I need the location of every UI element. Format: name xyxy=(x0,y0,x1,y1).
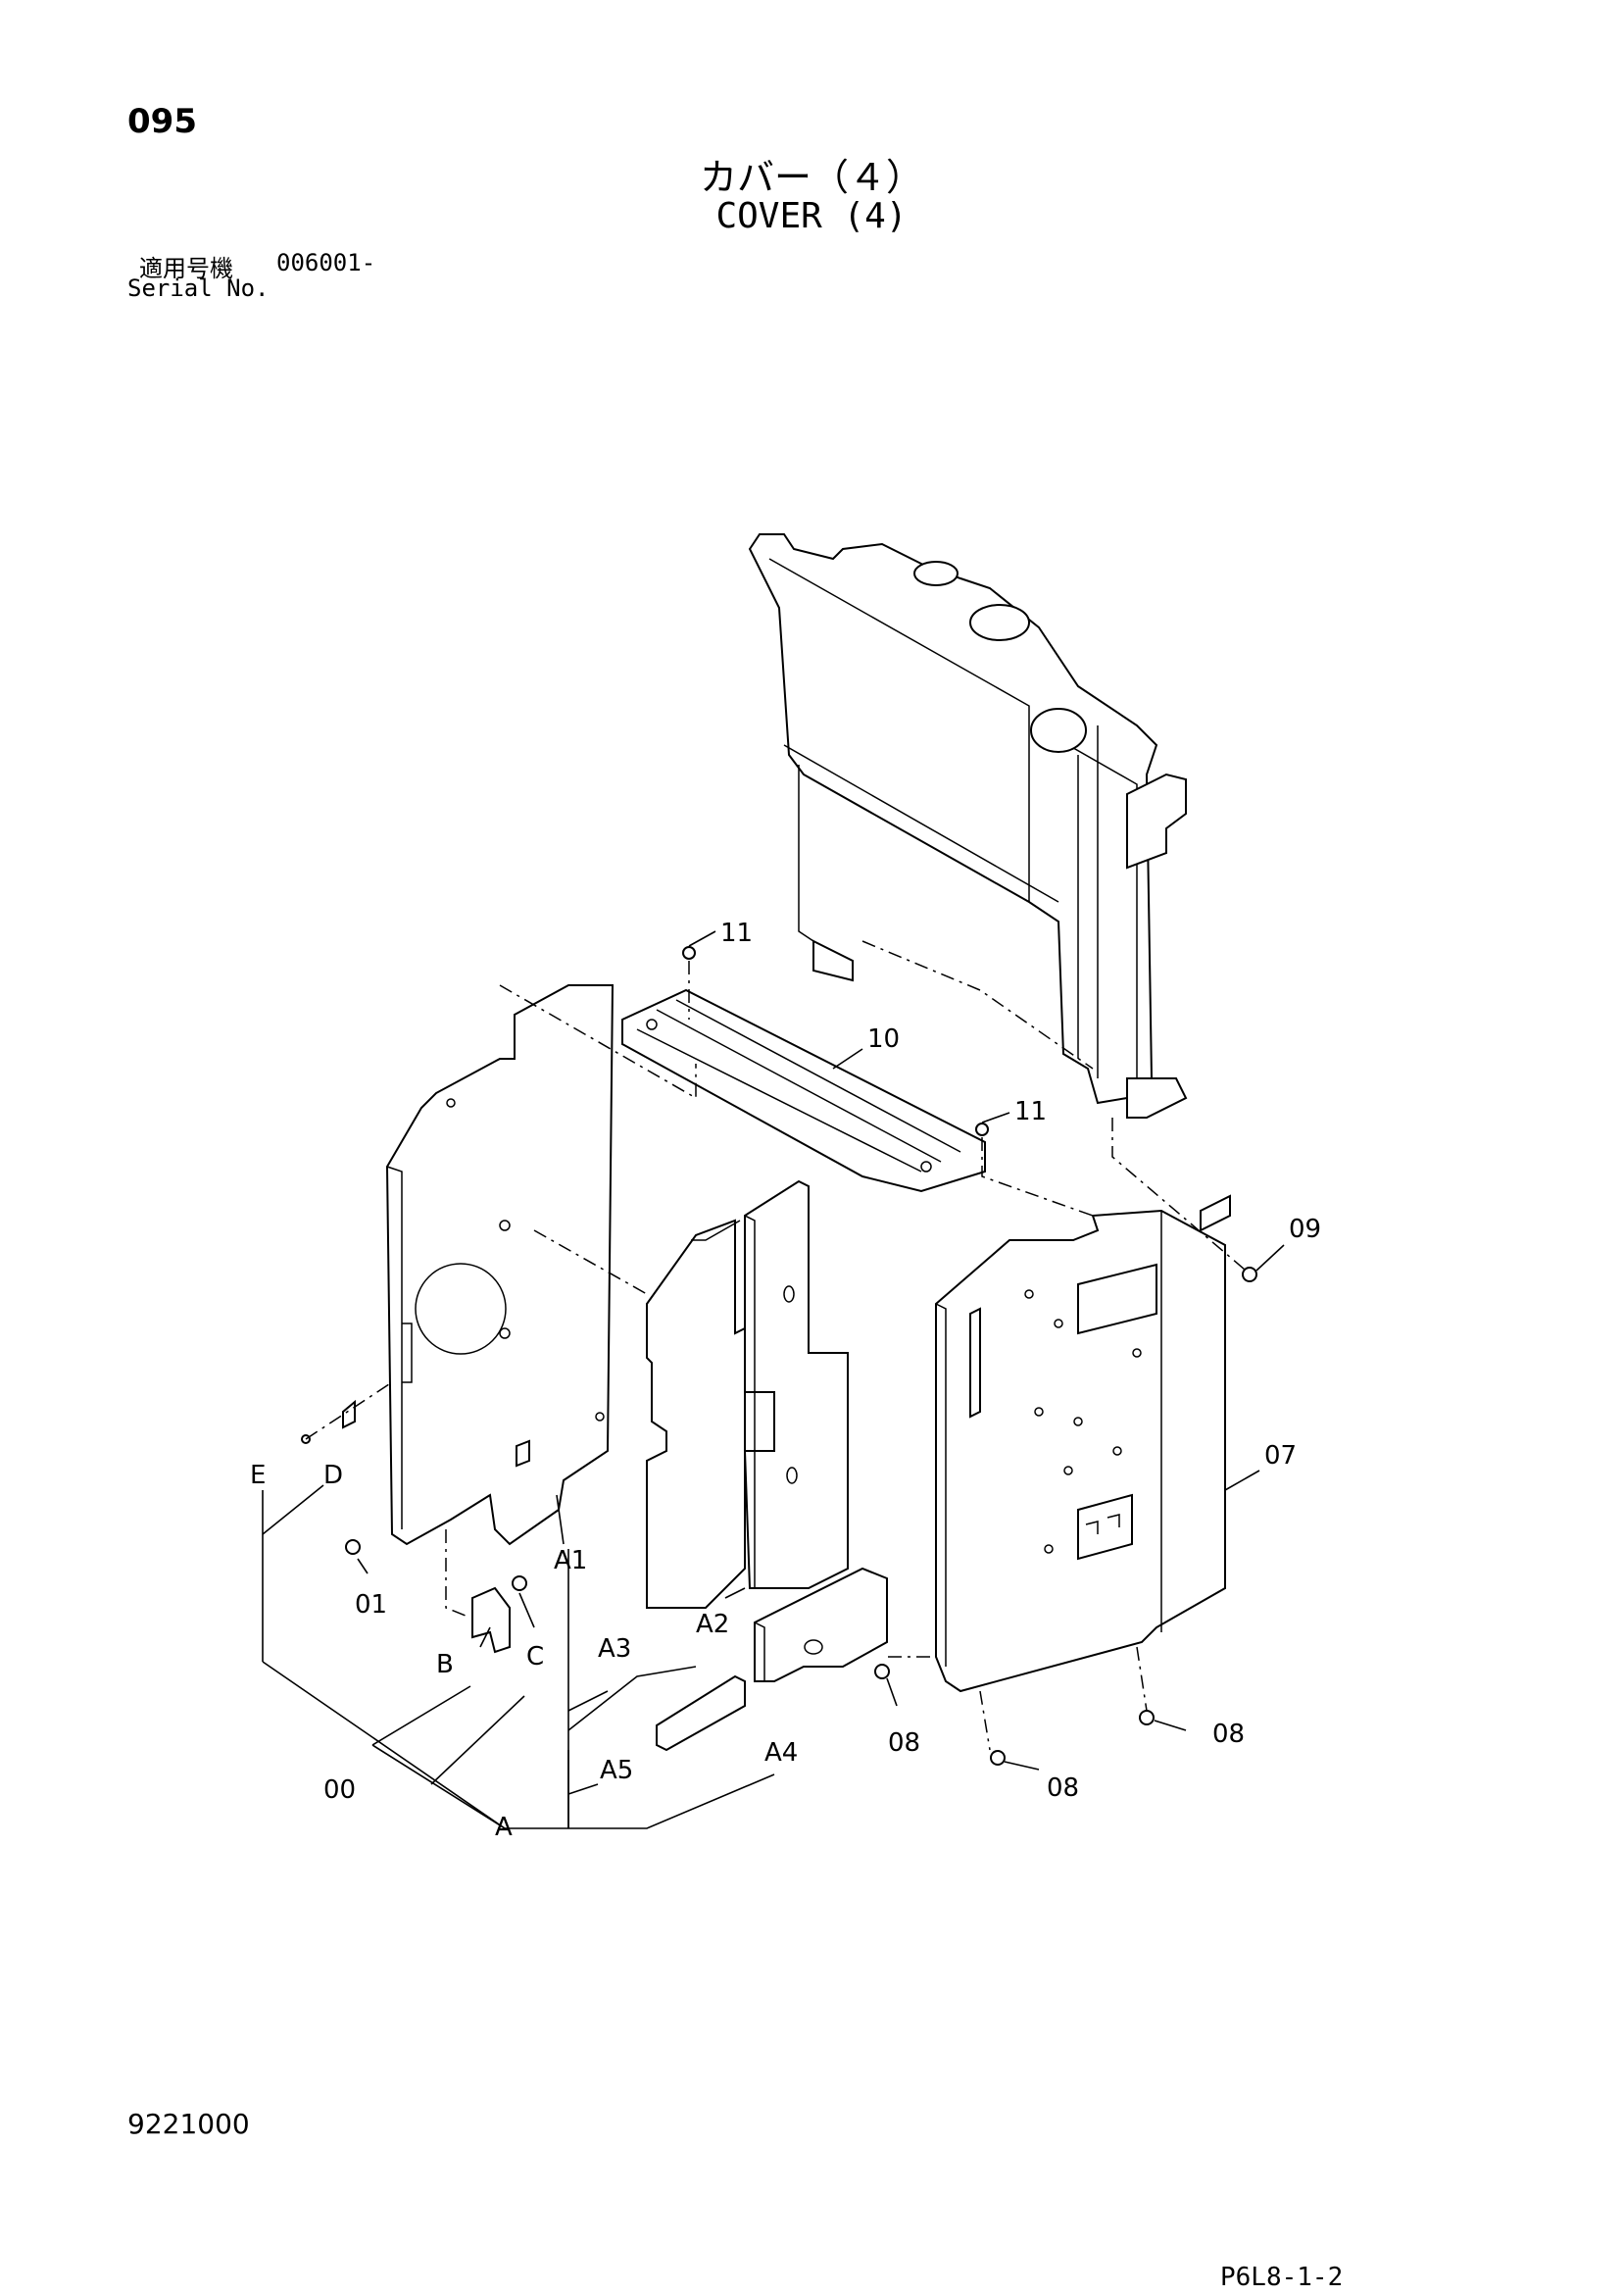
page-number: 095 xyxy=(127,102,197,141)
foam-pad-A3 xyxy=(646,1219,746,1609)
alignment-lines xyxy=(305,940,1246,1751)
callout-08a: 08 xyxy=(888,1728,920,1758)
callout-11a: 11 xyxy=(720,919,753,948)
serial-value: 006001- xyxy=(276,249,376,276)
nut-09 xyxy=(1242,1267,1257,1282)
callout-B: B xyxy=(436,1650,454,1679)
title-japanese: カバー（４） xyxy=(699,156,923,199)
callout-A5: A5 xyxy=(600,1756,633,1785)
callout-A: A xyxy=(495,1813,513,1842)
callout-D: D xyxy=(323,1461,343,1490)
callout-09: 09 xyxy=(1289,1215,1321,1244)
callout-08b: 08 xyxy=(1212,1720,1245,1749)
serial-label-japanese: 適用号機 xyxy=(139,255,233,282)
callout-08c: 08 xyxy=(1047,1773,1079,1803)
callout-10: 10 xyxy=(867,1024,900,1054)
bolts xyxy=(301,946,1257,1766)
drawing-number: 9221000 xyxy=(127,2108,250,2140)
title-english: COVER (4) xyxy=(715,196,908,236)
bracket-B xyxy=(471,1586,511,1654)
callout-A1: A1 xyxy=(554,1546,587,1575)
callout-11b: 11 xyxy=(1014,1097,1047,1126)
foam-pad-A2 xyxy=(743,1179,849,1589)
callout-A4: A4 xyxy=(764,1738,798,1768)
callout-A2: A2 xyxy=(696,1610,729,1639)
bolt-08b xyxy=(1139,1710,1155,1725)
serial-label-english: Serial No. xyxy=(127,275,270,302)
callout-A3: A3 xyxy=(598,1634,631,1664)
bolt-11b xyxy=(975,1123,989,1136)
foam-strip-A5 xyxy=(656,1674,746,1752)
bolt-C xyxy=(512,1575,527,1591)
bolt-08c xyxy=(990,1750,1006,1766)
callout-00: 00 xyxy=(323,1775,356,1805)
radiator-assembly xyxy=(748,533,1188,1119)
callout-C: C xyxy=(526,1642,544,1672)
bolt-11a xyxy=(682,946,696,960)
bolt-08a xyxy=(874,1664,890,1679)
bottom-channel-10 xyxy=(621,988,986,1193)
callout-01: 01 xyxy=(355,1590,387,1620)
bolt-01 xyxy=(345,1539,361,1555)
left-cover-A1 xyxy=(385,984,615,1546)
sheet-code: P6L8-1-2 xyxy=(1220,2263,1344,2292)
callout-E: E xyxy=(250,1461,266,1490)
callout-07: 07 xyxy=(1264,1441,1297,1471)
callout-labels: 11 10 11 09 07 E D 01 A1 A3 A2 B C 00 A5… xyxy=(250,919,1321,1842)
leader-lines xyxy=(262,930,1285,1829)
foam-pad-A4 xyxy=(754,1567,888,1682)
right-cover-07 xyxy=(935,1194,1231,1693)
clip-D xyxy=(342,1399,356,1429)
